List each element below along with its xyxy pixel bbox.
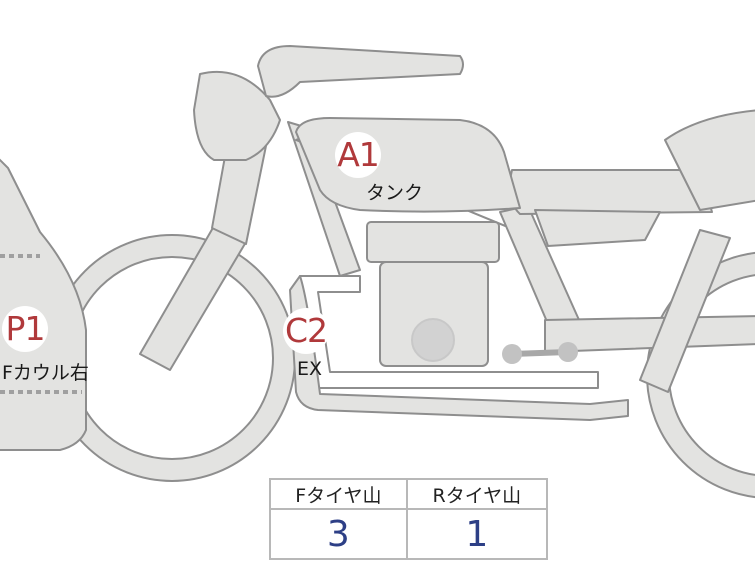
- rear-tread-header: Rタイヤ山: [405, 478, 549, 510]
- rear-cowl: [664, 109, 755, 211]
- front-cowl: [0, 158, 87, 451]
- marker-a1-label: タンク: [366, 182, 424, 204]
- marker-c2-label: EX: [297, 358, 323, 380]
- tire-tread-table: Fタイヤ山 Rタイヤ山 3 1: [269, 478, 549, 560]
- handlebar: [257, 45, 464, 98]
- engine-head: [366, 221, 500, 263]
- marker-c2: C2: [283, 308, 329, 354]
- marker-p1-label: Fカウル右: [2, 362, 89, 384]
- headlight: [193, 70, 281, 161]
- front-tread-header: Fタイヤ山: [269, 478, 408, 510]
- marker-a1: A1: [335, 132, 381, 178]
- swingarm: [544, 315, 755, 353]
- front-tread-value: 3: [269, 508, 408, 560]
- engine-block: [379, 261, 489, 367]
- seat: [508, 169, 713, 215]
- rear-tread-value: 1: [405, 508, 549, 560]
- marker-p1: P1: [2, 306, 48, 352]
- side-cover: [534, 209, 661, 247]
